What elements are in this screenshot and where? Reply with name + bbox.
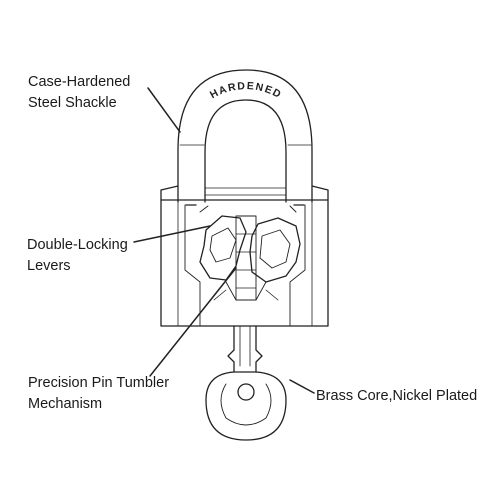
leader-lines xyxy=(133,87,315,394)
label-double-locking-levers: Double-Locking Levers xyxy=(27,235,128,277)
hardened-engraving: HARDENED xyxy=(208,80,284,101)
label-line: Levers xyxy=(27,258,71,274)
label-line: Case-Hardened xyxy=(28,74,131,90)
label-line: Double-Locking xyxy=(27,237,128,253)
key xyxy=(205,325,287,441)
pin-tumbler-mechanism xyxy=(213,215,279,301)
label-line: Steel Shackle xyxy=(28,95,117,111)
lock-body xyxy=(160,185,329,327)
leader-levers xyxy=(133,225,211,243)
label-pin-tumbler-mechanism: Precision Pin Tumbler Mechanism xyxy=(28,373,169,415)
leader-tumbler xyxy=(149,267,237,377)
label-line: Mechanism xyxy=(28,396,103,412)
label-brass-core: Brass Core,Nickel Plated xyxy=(316,388,478,404)
label-line: Precision Pin Tumbler xyxy=(28,375,170,391)
leader-shackle xyxy=(147,87,181,133)
label-case-hardened-shackle: Case-Hardened Steel Shackle xyxy=(28,72,130,114)
double-locking-levers xyxy=(199,205,301,283)
shackle xyxy=(177,69,313,203)
leader-brass xyxy=(289,379,315,394)
